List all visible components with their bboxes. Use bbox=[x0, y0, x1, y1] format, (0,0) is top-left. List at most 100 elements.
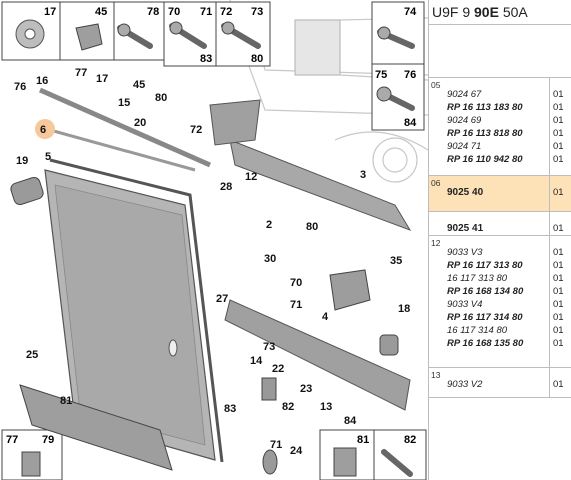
callout-84[interactable]: 84 bbox=[344, 415, 357, 427]
box-81[interactable]: 81 bbox=[319, 429, 375, 480]
part-35[interactable] bbox=[329, 269, 371, 311]
box-75-label: 75 bbox=[375, 69, 387, 81]
group-number: 13 bbox=[431, 370, 441, 380]
callout-77[interactable]: 77 bbox=[75, 67, 87, 79]
box-70-71-83[interactable]: 70 71 83 bbox=[163, 1, 217, 67]
part-24[interactable] bbox=[262, 449, 278, 475]
callout-5[interactable]: 5 bbox=[45, 151, 51, 163]
box-75-76-84[interactable]: 75 76 84 bbox=[371, 63, 425, 131]
callout-35[interactable]: 35 bbox=[390, 255, 402, 267]
callout-72[interactable]: 72 bbox=[190, 124, 202, 136]
box-71-label: 71 bbox=[200, 6, 212, 18]
box-77-label: 77 bbox=[6, 434, 18, 446]
box-77-79[interactable]: 77 79 bbox=[1, 429, 63, 480]
box-17-label: 17 bbox=[44, 6, 56, 18]
top-rail-6[interactable] bbox=[49, 128, 196, 172]
door-seal[interactable] bbox=[49, 158, 224, 463]
callout-22[interactable]: 22 bbox=[272, 363, 284, 375]
part-18[interactable] bbox=[379, 334, 399, 356]
callout-18[interactable]: 18 bbox=[398, 303, 410, 315]
box-80-label: 80 bbox=[251, 53, 263, 65]
callout-17[interactable]: 17 bbox=[96, 73, 108, 85]
part-reference: 9024 69 bbox=[447, 115, 482, 126]
callout-76[interactable]: 76 bbox=[14, 81, 26, 93]
callout-23[interactable]: 23 bbox=[300, 383, 312, 395]
box-83-label: 83 bbox=[200, 53, 212, 65]
callout-25[interactable]: 25 bbox=[26, 349, 38, 361]
callout-6[interactable]: 6 bbox=[40, 124, 46, 136]
callout-20[interactable]: 20 bbox=[134, 117, 146, 129]
lower-rail-4[interactable] bbox=[224, 299, 411, 411]
box-78[interactable]: 78 bbox=[113, 1, 165, 61]
part-23[interactable] bbox=[261, 377, 277, 401]
box-74[interactable]: 74 bbox=[371, 1, 425, 65]
callout-4[interactable]: 4 bbox=[322, 311, 329, 323]
box-82[interactable]: 82 bbox=[373, 429, 427, 480]
callout-73[interactable]: 73 bbox=[263, 341, 275, 353]
callout-16[interactable]: 16 bbox=[36, 75, 48, 87]
callout-80a[interactable]: 80 bbox=[155, 92, 167, 104]
upper-rail-3[interactable] bbox=[229, 139, 412, 231]
callout-3[interactable]: 3 bbox=[360, 169, 366, 181]
selected-part-marker[interactable] bbox=[35, 119, 55, 139]
part-reference: 9033 V4 bbox=[447, 299, 483, 310]
door-panel[interactable] bbox=[44, 169, 216, 461]
callout-71[interactable]: 71 bbox=[290, 299, 302, 311]
callout-80b[interactable]: 80 bbox=[306, 221, 318, 233]
part-reference: RP 16 117 314 80 bbox=[447, 312, 523, 323]
callout-12[interactable]: 12 bbox=[245, 171, 257, 183]
part-quantity: 01 bbox=[553, 247, 564, 258]
part-quantity: 01 bbox=[553, 89, 564, 100]
callout-2[interactable]: 2 bbox=[266, 219, 272, 231]
part-19[interactable] bbox=[9, 176, 44, 206]
callout-14[interactable]: 14 bbox=[250, 355, 263, 367]
bracket-top[interactable] bbox=[209, 99, 261, 146]
box-72-73-80[interactable]: 72 73 80 bbox=[215, 1, 271, 67]
callout-71b[interactable]: 71 bbox=[270, 439, 282, 451]
callout-13[interactable]: 13 bbox=[320, 401, 332, 413]
box-17[interactable]: 17 bbox=[1, 1, 61, 61]
part-quantity: 01 bbox=[553, 223, 564, 234]
callout-70[interactable]: 70 bbox=[290, 277, 302, 289]
part-quantity: 01 bbox=[553, 187, 564, 198]
callout-82[interactable]: 82 bbox=[282, 401, 294, 413]
callout-27[interactable]: 27 bbox=[216, 293, 228, 305]
callout-28[interactable]: 28 bbox=[220, 181, 232, 193]
callout-45[interactable]: 45 bbox=[133, 79, 145, 91]
box-74-label: 74 bbox=[404, 6, 417, 18]
callout-19[interactable]: 19 bbox=[16, 155, 28, 167]
callout-83[interactable]: 83 bbox=[224, 403, 236, 415]
column-divider bbox=[549, 212, 550, 235]
sill-strip-25[interactable] bbox=[19, 384, 173, 471]
callout-24[interactable]: 24 bbox=[290, 445, 303, 457]
top-rail-15[interactable] bbox=[38, 87, 212, 168]
part-reference: 16 117 313 80 bbox=[447, 273, 508, 284]
callout-15[interactable]: 15 bbox=[118, 97, 130, 109]
box-45[interactable]: 45 bbox=[59, 1, 115, 61]
callout-81[interactable]: 81 bbox=[60, 395, 72, 407]
part-quantity: 01 bbox=[553, 102, 564, 113]
callout-30[interactable]: 30 bbox=[264, 253, 276, 265]
